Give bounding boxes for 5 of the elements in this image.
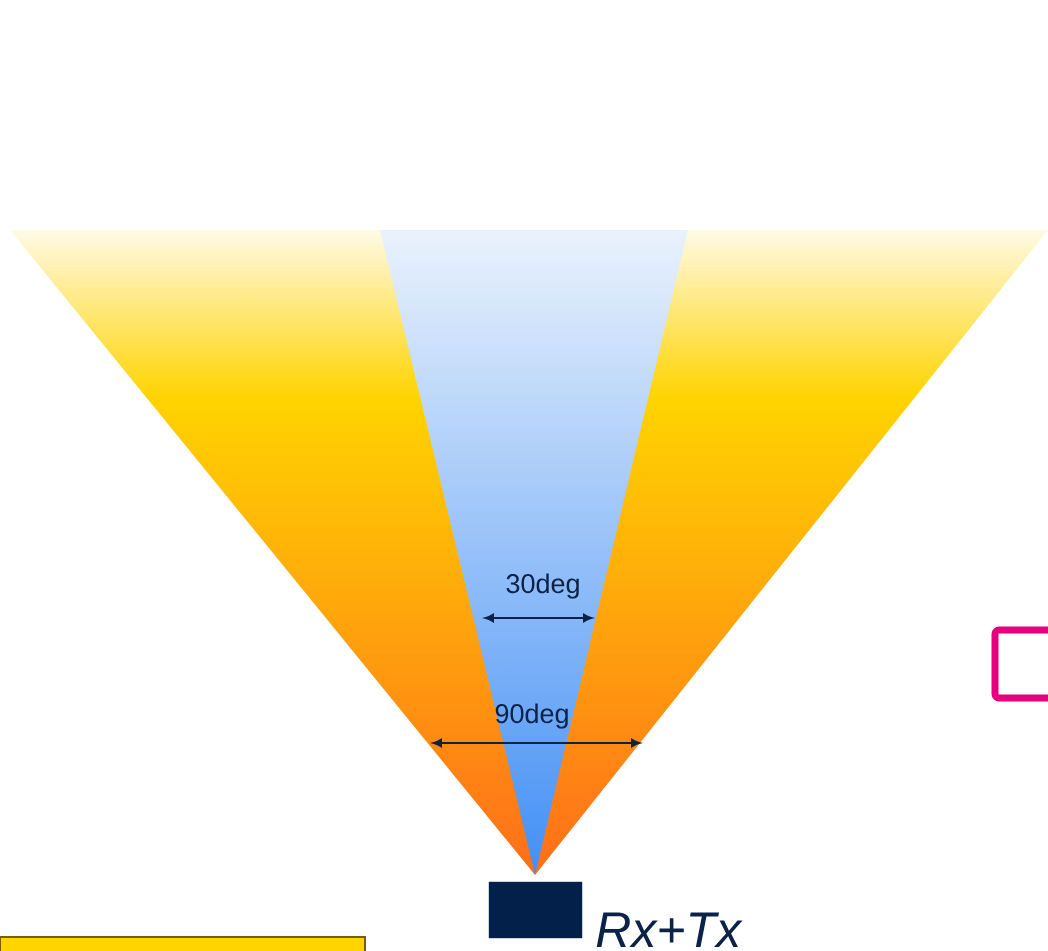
panel-box	[0, 936, 366, 951]
sensor-block	[488, 881, 583, 939]
device-label: Rx+Tx	[596, 912, 743, 947]
dimension-label: 30deg	[506, 573, 579, 599]
outline-box	[991, 626, 1048, 702]
